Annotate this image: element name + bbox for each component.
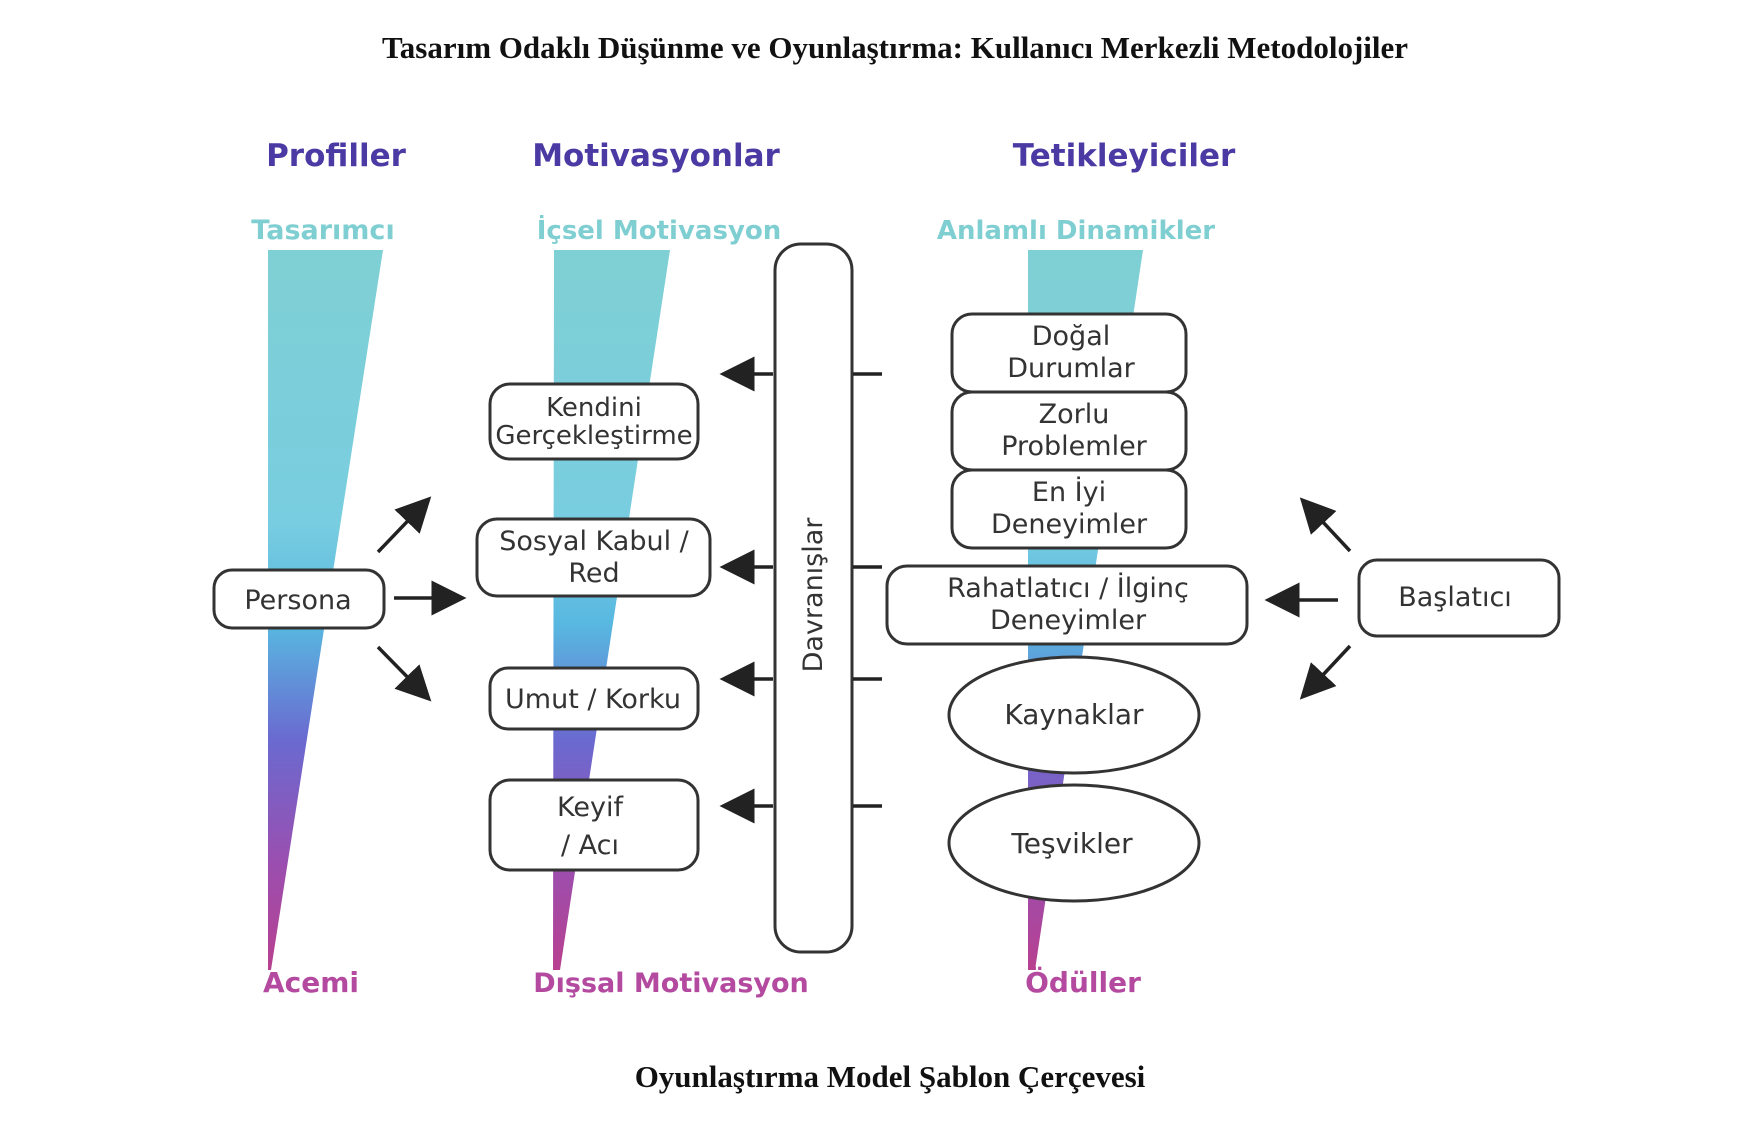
behaviors-label: Davranışlar xyxy=(798,517,829,673)
motivation-pleasure-pain-line2: / Acı xyxy=(561,830,619,861)
diagram-caption: Oyunlaştırma Model Şablon Çerçevesi xyxy=(635,1059,1146,1094)
triggers-bottom-label: Ödüller xyxy=(1025,965,1141,999)
motivation-self-actualization-line1: Kendini xyxy=(546,393,642,423)
persona-arrow-up xyxy=(376,496,432,554)
motivation-pleasure-pain-box xyxy=(488,778,700,872)
persona-node xyxy=(212,568,386,630)
trigger-incentives-ellipse xyxy=(947,783,1201,903)
motivation-hope-fear-label: Umut / Korku xyxy=(505,684,681,715)
motivations-bottom-label: Dışsal Motivasyon xyxy=(533,968,809,999)
trigger-challenging-problems-line2: Problemler xyxy=(1001,431,1147,462)
trigger-relaxing-experiences-box xyxy=(885,564,1249,646)
triggers-top-label: Anlamlı Dinamikler xyxy=(937,216,1215,246)
initiator-arrow-down xyxy=(1299,644,1352,700)
trigger-best-experiences-box xyxy=(950,468,1188,550)
trigger-natural-situations-line2: Durumlar xyxy=(1007,353,1135,384)
trigger-challenging-problems-line1: Zorlu xyxy=(1039,399,1110,430)
motivation-self-actualization-line2: Gerçekleştirme xyxy=(495,421,692,451)
initiator-arrow-up xyxy=(1299,497,1352,553)
triggers-heading: Tetikleyiciler xyxy=(1013,138,1236,174)
trigger-relaxing-experiences-line1: Rahatlatıcı / İlginç xyxy=(947,572,1189,604)
motivation-social-acceptance-box xyxy=(475,517,712,598)
profiles-bottom-label: Acemi xyxy=(263,966,359,999)
profiles-top-label: Tasarımcı xyxy=(251,215,394,246)
profiles-heading: Profiller xyxy=(266,138,407,174)
trigger-best-experiences-line1: En İyi xyxy=(1032,476,1106,508)
motivation-self-actualization-box xyxy=(488,382,700,461)
trigger-natural-situations-line1: Doğal xyxy=(1032,321,1111,352)
initiator-label: Başlatıcı xyxy=(1398,582,1512,613)
persona-arrow-down xyxy=(376,645,432,702)
motivation-hope-fear-box xyxy=(488,666,700,731)
diagram-title: Tasarım Odaklı Düşünme ve Oyunlaştırma: … xyxy=(382,30,1408,65)
motivation-social-acceptance-line1: Sosyal Kabul / xyxy=(499,526,689,557)
motivation-pleasure-pain-line1: Keyif xyxy=(557,792,624,823)
trigger-resources-label: Kaynaklar xyxy=(1004,698,1144,731)
initiator-node xyxy=(1357,558,1561,638)
trigger-resources-ellipse xyxy=(947,655,1201,775)
motivation-social-acceptance-line2: Red xyxy=(568,558,619,589)
persona-label: Persona xyxy=(244,585,351,616)
behaviors-capsule xyxy=(773,242,854,954)
motivations-heading: Motivasyonlar xyxy=(532,138,780,174)
trigger-relaxing-experiences-line2: Deneyimler xyxy=(990,605,1147,636)
trigger-best-experiences-line2: Deneyimler xyxy=(991,509,1148,540)
motivations-top-label: İçsel Motivasyon xyxy=(537,214,782,246)
trigger-incentives-label: Teşvikler xyxy=(1010,827,1133,860)
